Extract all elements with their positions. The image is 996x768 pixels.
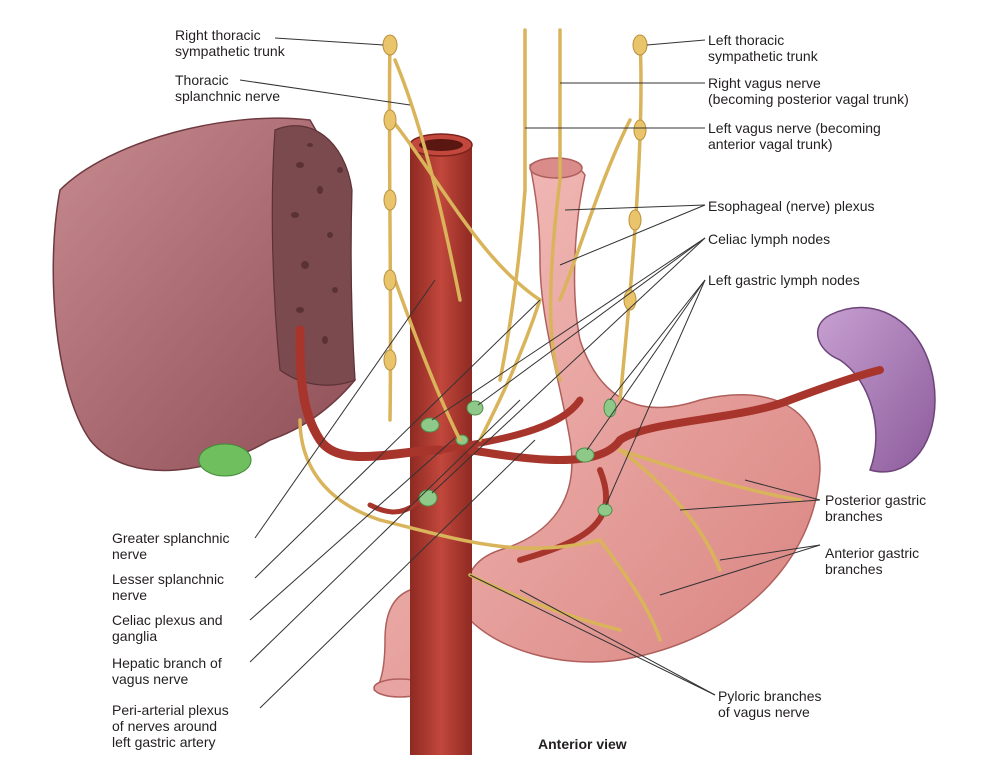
label-celiac-lymph-nodes: Celiac lymph nodes (708, 231, 830, 247)
label-celiac-plexus-ganglia: Celiac plexus and ganglia (112, 612, 223, 644)
leader-lines (239, 37, 821, 709)
label-line: Left thoracic (708, 32, 785, 48)
label-esophageal-plexus: Esophageal (nerve) plexus (708, 198, 875, 214)
label-line: branches (825, 508, 883, 524)
gallbladder (198, 443, 252, 477)
label-line: Right vagus nerve (708, 75, 821, 91)
label-hepatic-branch-vagus: Hepatic branch of vagus nerve (112, 655, 222, 687)
label-line: Right thoracic (175, 27, 261, 43)
label-line: nerve (112, 587, 148, 603)
label-periarterial-plexus: Peri-arterial plexus of nerves around le… (112, 702, 229, 750)
label-line: nerve (112, 546, 148, 562)
label-line: (becoming posterior vagal trunk) (708, 91, 909, 107)
label-left-gastric-lymph-nodes: Left gastric lymph nodes (708, 272, 860, 288)
label-anterior-gastric-branches: Anterior gastric branches (825, 545, 919, 577)
label-line: of vagus nerve (718, 704, 810, 720)
label-greater-splanchnic-nerve: Greater splanchnic nerve (112, 530, 230, 562)
label-line: ganglia (112, 628, 158, 644)
label-line: Pyloric branches (718, 688, 822, 704)
label-left-vagus-nerve: Left vagus nerve (becoming anterior vaga… (708, 120, 881, 152)
label-line: Esophageal (nerve) plexus (708, 198, 875, 214)
liver (52, 117, 356, 472)
label-line: vagus nerve (112, 671, 189, 687)
label-line: Left gastric lymph nodes (708, 272, 860, 288)
spleen (816, 306, 936, 473)
label-left-thoracic-sympathetic-trunk: Left thoracic sympathetic trunk (708, 32, 818, 64)
label-right-thoracic-sympathetic-trunk: Right thoracic sympathetic trunk (175, 27, 285, 59)
label-line: Greater splanchnic (112, 530, 230, 546)
label-lesser-splanchnic-nerve: Lesser splanchnic nerve (112, 571, 224, 603)
label-line: splanchnic nerve (175, 88, 281, 104)
label-thoracic-splanchnic-nerve: Thoracic splanchnic nerve (175, 72, 280, 104)
label-pyloric-branches: Pyloric branches of vagus nerve (718, 688, 822, 720)
label-line: Anterior gastric (825, 545, 920, 561)
label-line: Celiac plexus and (112, 612, 223, 628)
arteries (295, 325, 884, 563)
label-line: of nerves around (112, 718, 218, 734)
label-line: Peri-arterial plexus (112, 702, 229, 718)
label-posterior-gastric-branches: Posterior gastric branches (825, 492, 926, 524)
label-line: branches (825, 561, 883, 577)
label-line: anterior vagal trunk) (708, 136, 833, 152)
label-line: Lesser splanchnic (112, 571, 225, 587)
label-line: left gastric artery (112, 734, 216, 750)
label-line: Thoracic (175, 72, 229, 88)
label-line: Celiac lymph nodes (708, 231, 831, 247)
label-line: sympathetic trunk (175, 43, 285, 59)
figure-caption: Anterior view (538, 736, 627, 752)
label-line: sympathetic trunk (708, 48, 818, 64)
label-line: Hepatic branch of (112, 655, 222, 671)
label-line: Posterior gastric (825, 492, 927, 508)
label-line: Left vagus nerve (becoming (708, 120, 881, 136)
label-right-vagus-nerve: Right vagus nerve (becoming posterior va… (708, 75, 909, 107)
